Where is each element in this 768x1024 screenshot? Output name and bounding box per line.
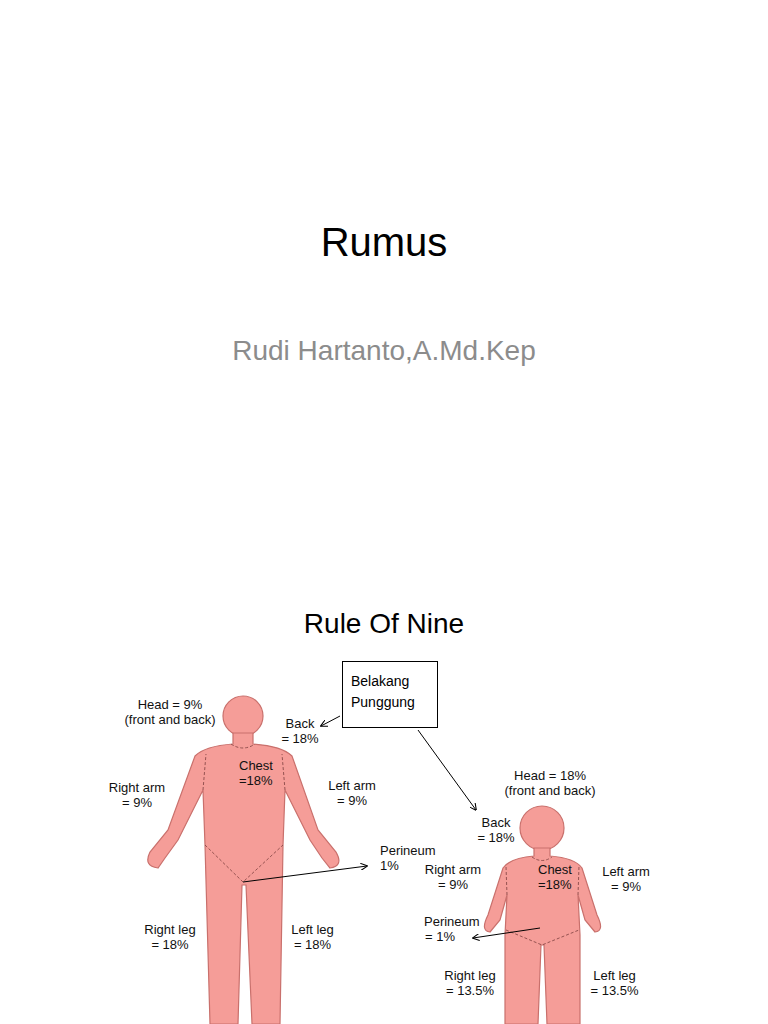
slide-heading: Rule Of Nine [0, 608, 768, 640]
adult-figure [148, 696, 339, 1024]
region-percentage: Right leg = 18% [143, 922, 197, 952]
region-percentage: Back = 18% [280, 716, 320, 746]
region-percentage: Left leg = 18% [290, 922, 335, 952]
region-percentage: Right leg = 13.5% [443, 968, 497, 998]
adult-region-lines [203, 744, 285, 882]
region-percentage: Right arm = 9% [424, 862, 482, 892]
slide-subtitle: Rudi Hartanto,A.Md.Kep [0, 335, 768, 367]
callout-box: Belakang Punggung [342, 661, 438, 728]
region-percentage: Left leg = 13.5% [589, 968, 640, 998]
region-percentage: Perineum = 1% [424, 914, 456, 944]
region-percentage: Left arm = 9% [601, 864, 651, 894]
region-percentage: Chest =18% [538, 862, 549, 892]
region-percentage: Head = 18% (front and back) [503, 768, 597, 798]
slide-title: Rumus [0, 220, 768, 265]
region-percentage: Chest =18% [239, 758, 250, 788]
region-percentage: Right arm = 9% [108, 780, 166, 810]
region-percentage: Head = 9% (front and back) [123, 697, 217, 727]
region-percentage: Back = 18% [476, 815, 516, 845]
region-percentage: Perineum 1% [380, 843, 391, 873]
region-percentage: Left arm = 9% [327, 778, 377, 808]
callout-text: Belakang Punggung [351, 671, 429, 713]
leader-lines [243, 716, 540, 938]
